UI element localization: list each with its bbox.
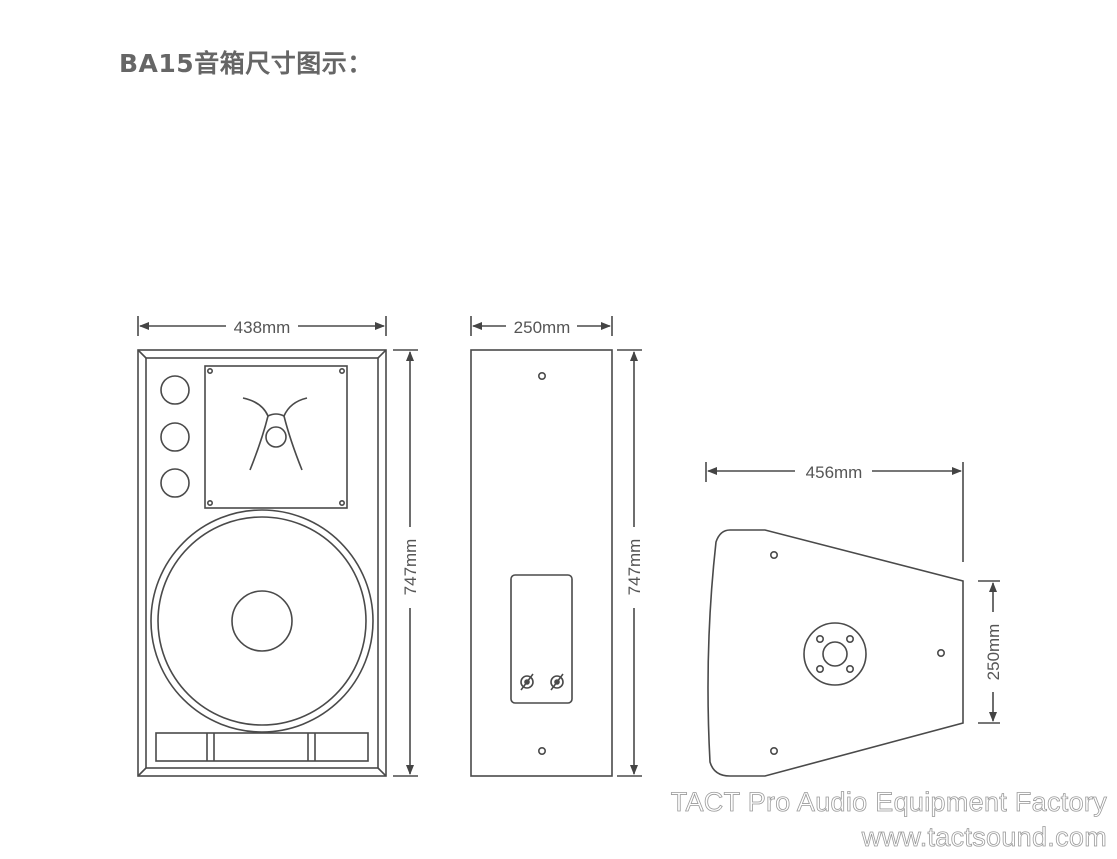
top-height-label: 250mm <box>984 624 1003 681</box>
watermark-website: www.tactsound.com <box>861 822 1107 853</box>
front-baffle <box>145 357 379 769</box>
side-width-dimension <box>470 316 613 336</box>
woofer-cone <box>157 516 367 726</box>
watermark-company: TACT Pro Audio Equipment Factory <box>670 787 1107 818</box>
page-title: BA15音箱尺寸图示： <box>119 49 373 78</box>
woofer-dust-cap <box>231 590 293 652</box>
side-cabinet-outline <box>470 349 613 777</box>
front-cabinet-outline <box>137 349 387 777</box>
connector-panel <box>510 574 573 704</box>
top-height-dimension <box>978 580 1000 724</box>
woofer-surround <box>150 509 374 733</box>
wedge-cabinet-outline <box>707 529 964 777</box>
front-width-label: 438mm <box>234 318 291 337</box>
bottom-vent <box>155 732 369 762</box>
pole-mount-flange <box>803 622 867 686</box>
side-width-label: 250mm <box>514 318 571 337</box>
port-middle <box>160 422 190 452</box>
front-height-label: 747mm <box>401 539 420 596</box>
port-bottom <box>160 468 190 498</box>
front-width-dimension <box>137 316 387 336</box>
top-width-label: 456mm <box>806 463 863 482</box>
top-width-dimension <box>705 462 964 562</box>
horn-flare-left <box>242 397 269 471</box>
side-height-dimension <box>617 349 642 777</box>
speakon-connector-left <box>520 673 534 691</box>
side-height-label: 747mm <box>625 539 644 596</box>
port-top <box>160 375 190 405</box>
horn-plate <box>204 365 348 509</box>
top-view <box>705 462 1000 777</box>
front-view <box>137 316 418 777</box>
speakon-connector-right <box>550 673 564 691</box>
horn-flare-right <box>283 397 308 471</box>
front-height-dimension <box>393 349 418 777</box>
pole-mount-socket <box>822 641 848 667</box>
side-view <box>470 316 642 777</box>
horn-throat <box>265 426 287 448</box>
